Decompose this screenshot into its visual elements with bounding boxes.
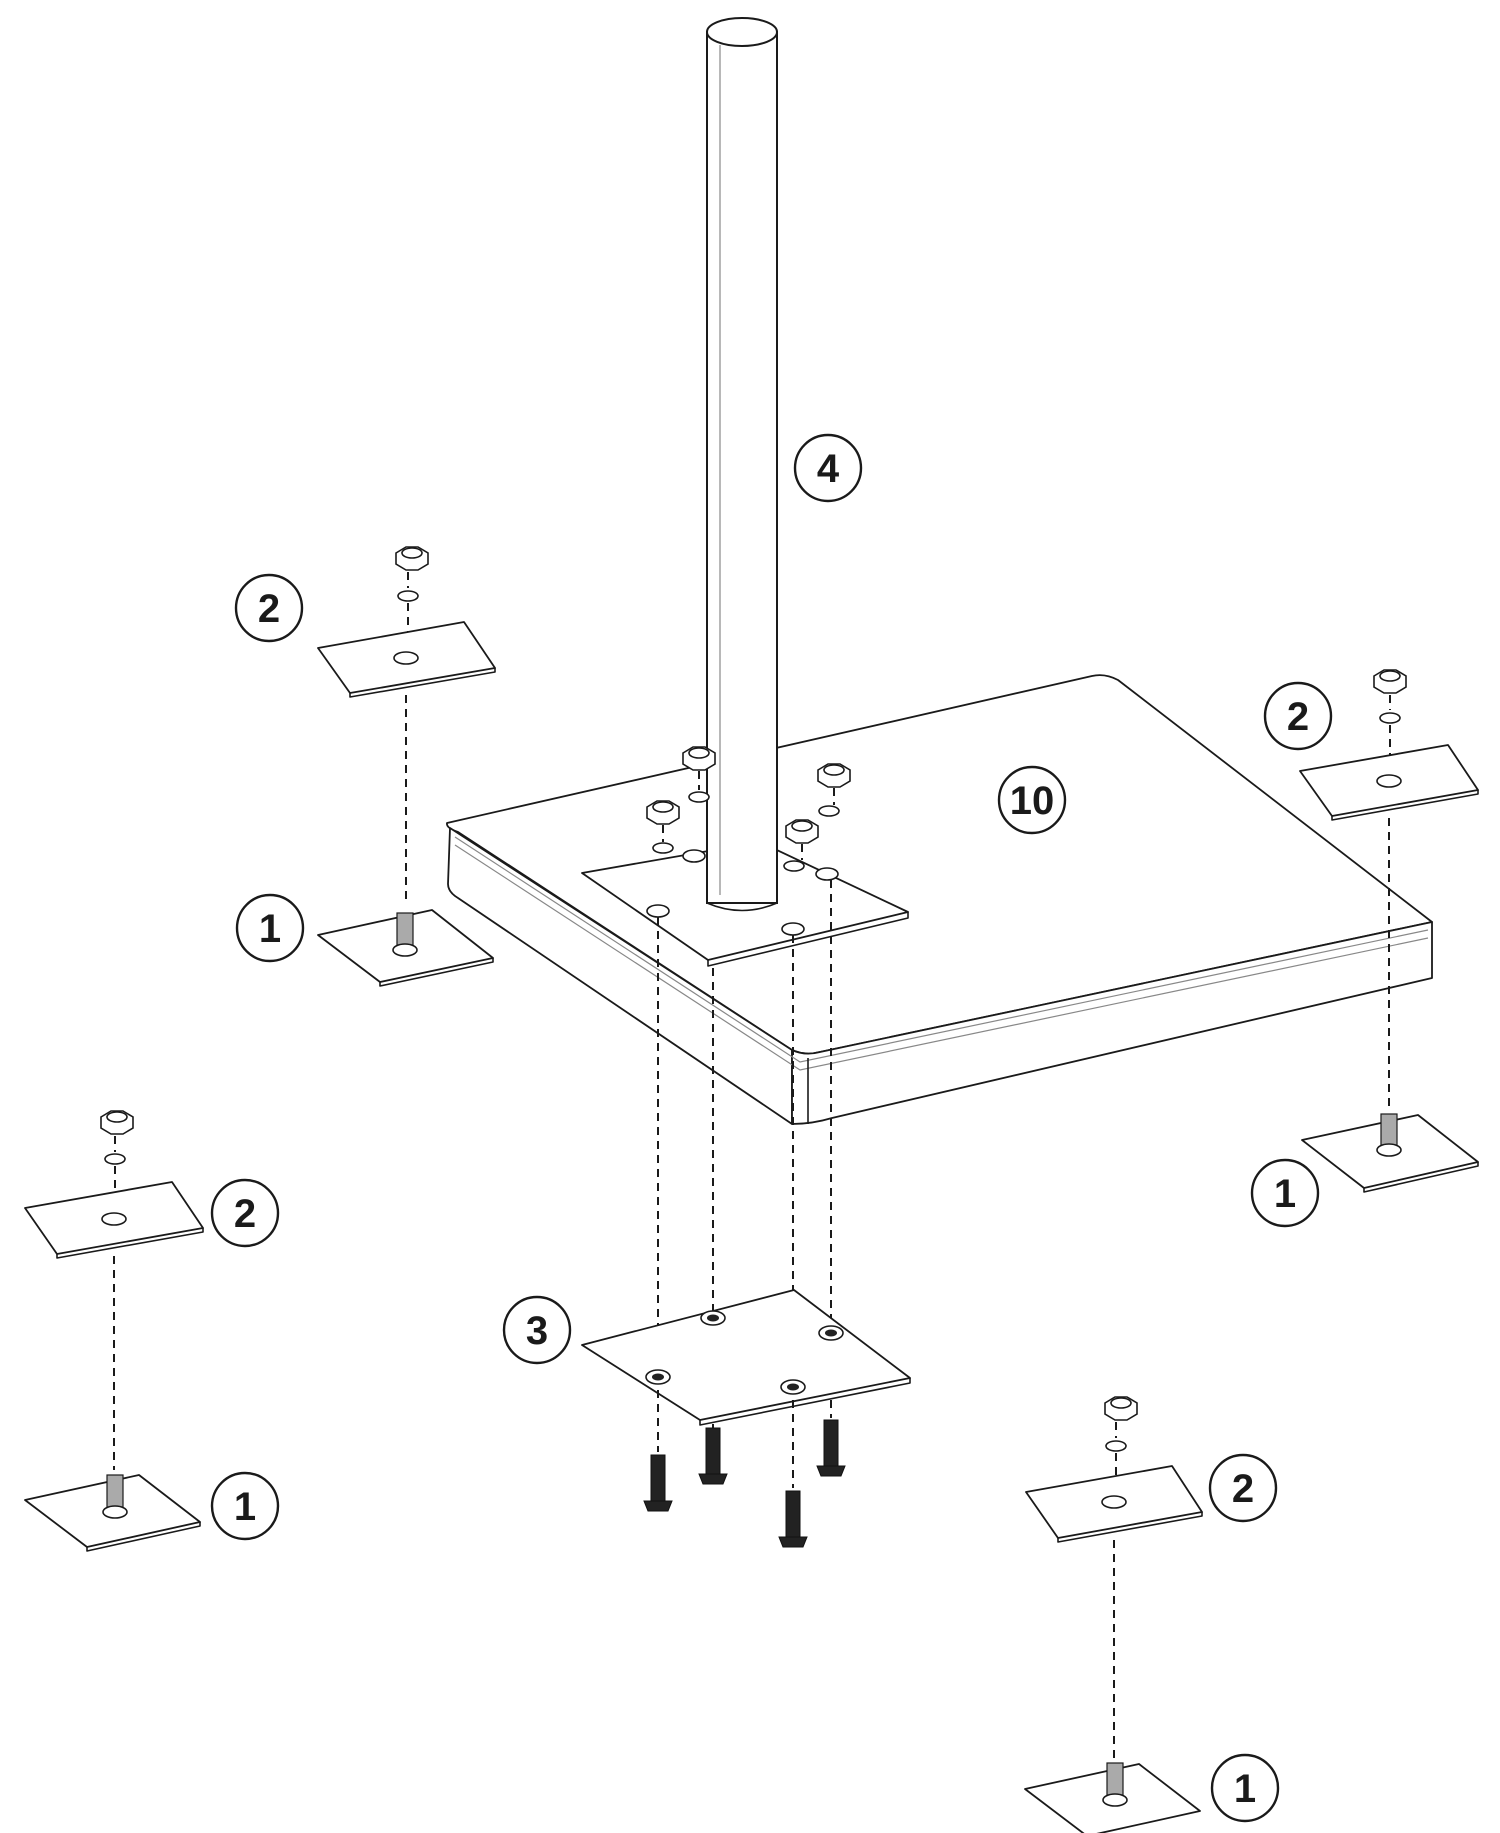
nut-icon (646, 800, 680, 825)
washer-icon (104, 1153, 126, 1165)
callout-4: 4 (793, 433, 863, 503)
washer-icon (1105, 1440, 1127, 1452)
top-plate-fasteners (646, 746, 851, 872)
screw-icon (816, 1419, 846, 1477)
callout-1-upper-left: 1 (235, 893, 305, 963)
bolt-icon (1376, 1113, 1402, 1157)
callout-10-label: 10 (1010, 779, 1055, 823)
leg-assembly-upper-left (317, 546, 496, 987)
callout-3-label: 3 (526, 1309, 548, 1353)
screw-icon (643, 1454, 673, 1512)
screw-icon (778, 1490, 808, 1548)
bottom-plate (581, 1289, 911, 1426)
callout-2-label: 2 (234, 1192, 256, 1236)
callout-1-lower-left: 1 (210, 1471, 280, 1541)
post (706, 17, 778, 912)
callout-3: 3 (502, 1295, 572, 1365)
leg-assembly-right (1299, 669, 1479, 1193)
nut-icon (395, 546, 429, 571)
callout-1-label: 1 (1274, 1172, 1296, 1216)
washer-icon (688, 791, 710, 803)
callout-1-right: 1 (1250, 1158, 1320, 1228)
callout-2-label: 2 (258, 587, 280, 631)
washer-icon (783, 860, 805, 872)
washer-icon (1379, 712, 1401, 724)
nut-icon (682, 746, 716, 771)
callout-1-label: 1 (259, 907, 281, 951)
callout-2-lower-right: 2 (1208, 1453, 1278, 1523)
callout-2-lower-left: 2 (210, 1178, 280, 1248)
leg-assembly-lower-right (1024, 1396, 1203, 1833)
bolt-icon (1102, 1762, 1128, 1807)
washer-icon (818, 805, 840, 817)
callout-1-lower-right: 1 (1210, 1753, 1280, 1823)
bolt-icon (102, 1474, 128, 1519)
callout-10: 10 (997, 765, 1067, 835)
nut-icon (817, 763, 851, 788)
callout-2-right: 2 (1263, 681, 1333, 751)
screw-icon (698, 1427, 728, 1485)
washer-icon (397, 590, 419, 602)
leg-assembly-lower-left (24, 1110, 204, 1552)
callout-1-label: 1 (1234, 1767, 1256, 1811)
bottom-screws (643, 1390, 846, 1548)
callout-2-label: 2 (1287, 695, 1309, 739)
callout-1-label: 1 (234, 1485, 256, 1529)
callout-2-label: 2 (1232, 1467, 1254, 1511)
nut-icon (1104, 1396, 1138, 1421)
nut-icon (785, 819, 819, 844)
nut-icon (1373, 669, 1407, 694)
callout-2-upper-left: 2 (234, 573, 304, 643)
bolt-icon (392, 912, 418, 957)
callout-4-label: 4 (817, 447, 840, 491)
nut-icon (100, 1110, 134, 1135)
washer-icon (652, 842, 674, 854)
